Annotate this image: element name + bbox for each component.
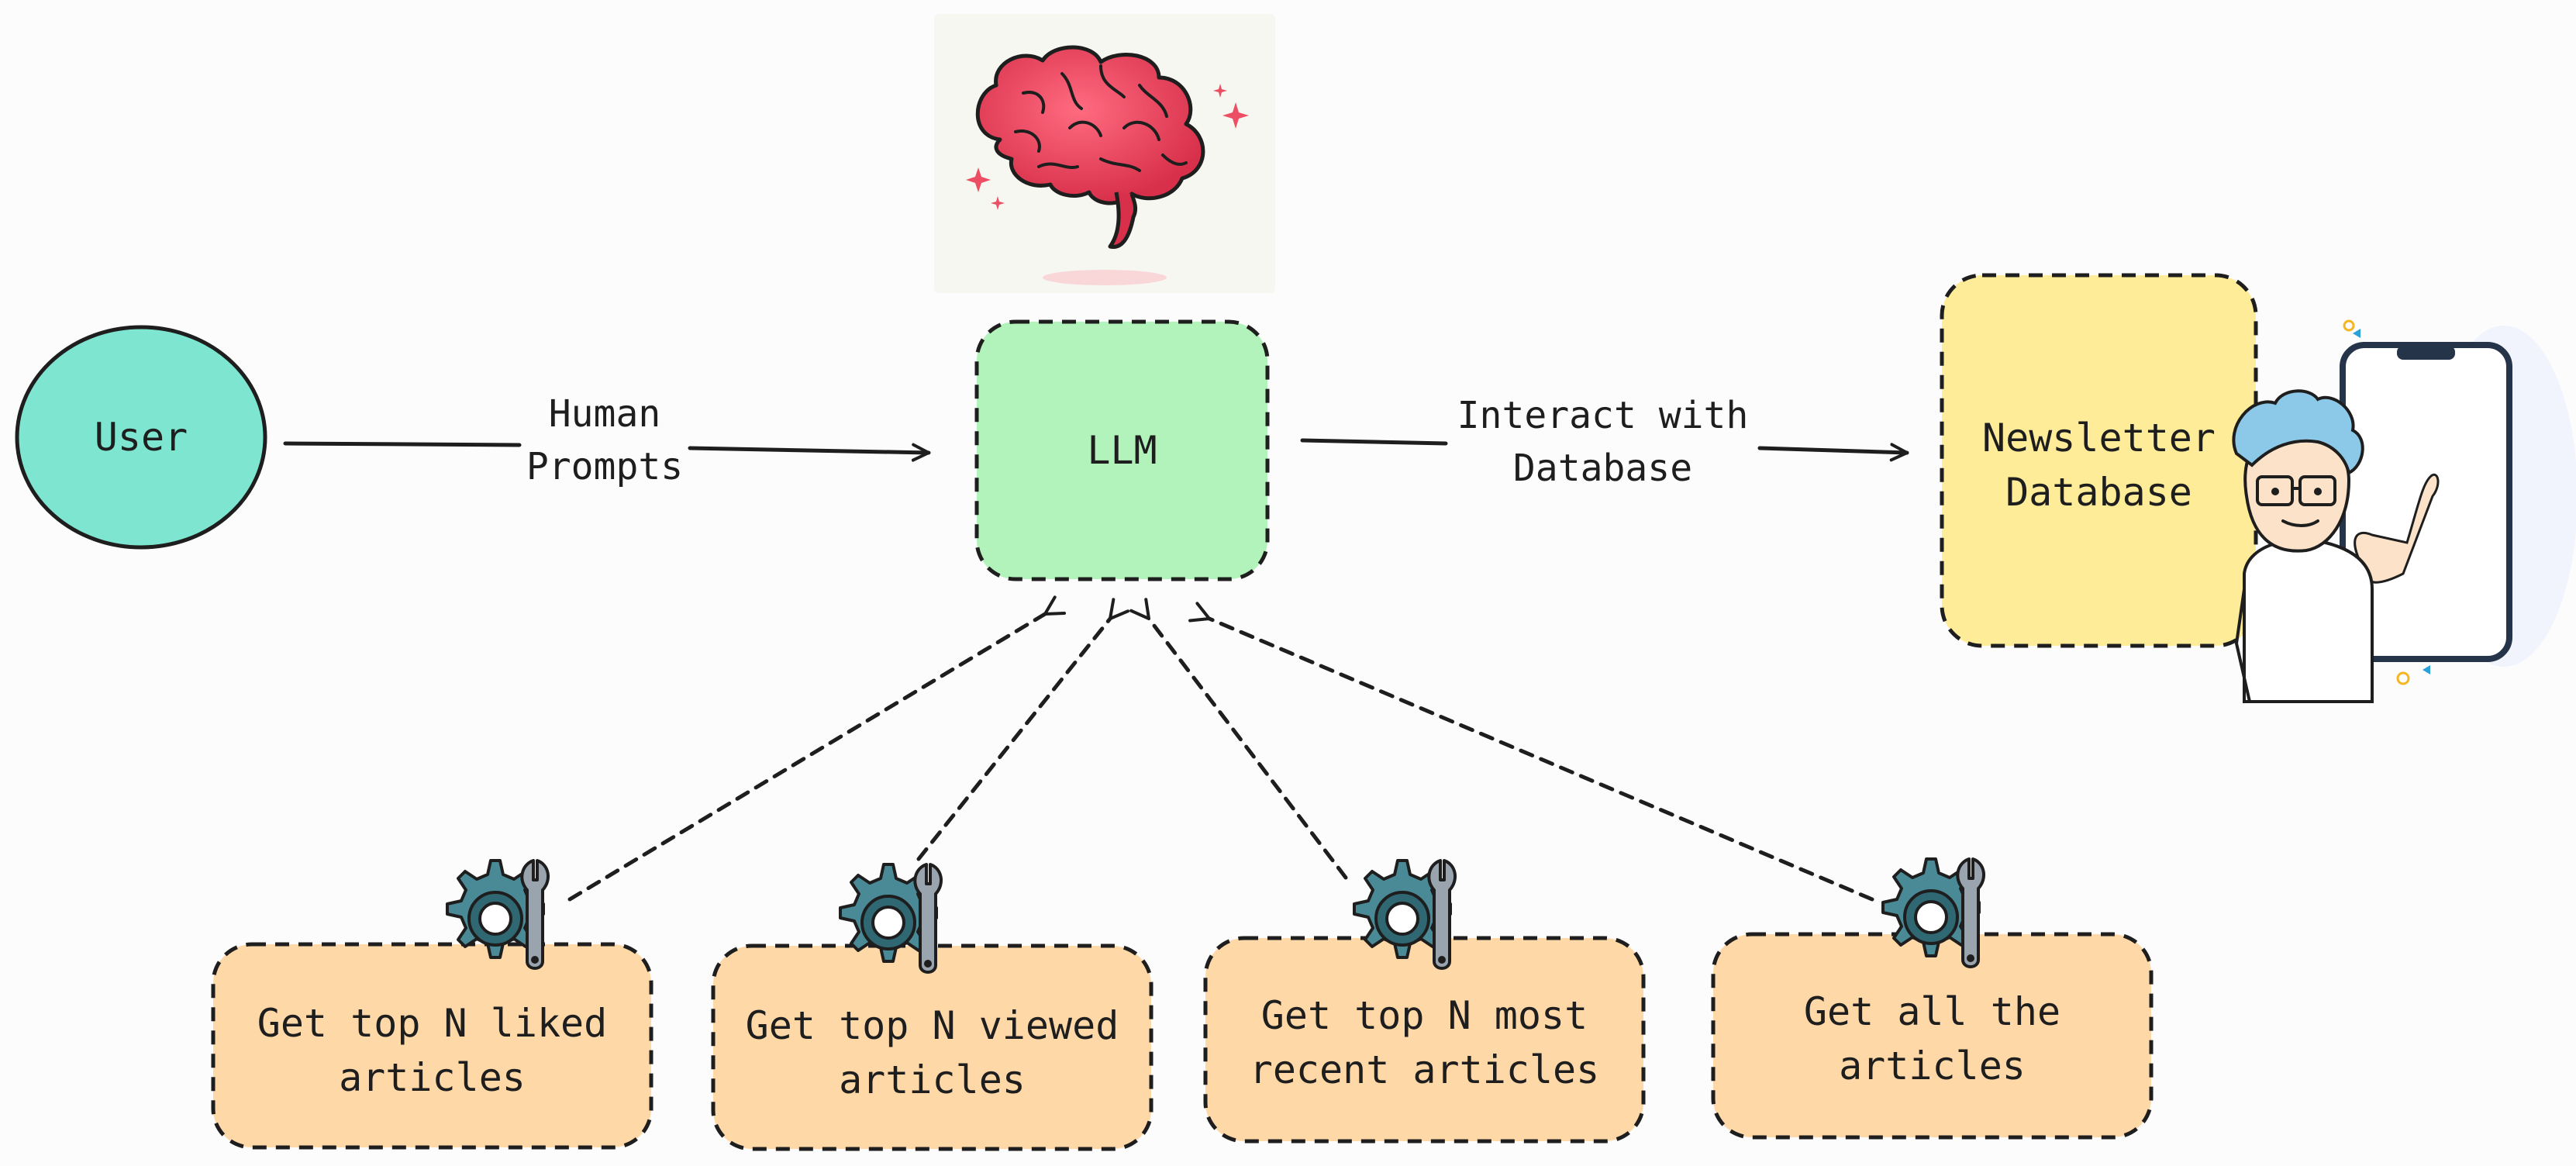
database-label-box: Newsletter Database [1942, 388, 2256, 543]
tool-viewed-line1: Get top N viewed [745, 1003, 1119, 1048]
human-prompts-label: Human Prompts [488, 388, 721, 493]
developer-with-phone-icon [2232, 319, 2576, 703]
tool-box-all[interactable] [1711, 932, 2154, 1140]
tool-recent-label-box: Get top N most recent articles [1205, 973, 1643, 1113]
user-node[interactable] [15, 325, 267, 550]
tool-recent-line2: recent articles [1249, 1047, 1600, 1092]
human-prompts-line1: Human [548, 392, 661, 436]
tool-box-liked[interactable] [211, 942, 653, 1150]
tool-liked-line2: articles [339, 1055, 526, 1100]
tool-arrow-liked [567, 595, 1067, 902]
database-label-line2: Database [2005, 470, 2192, 515]
human-prompts-line2: Prompts [526, 445, 684, 488]
brain-icon [934, 14, 1275, 293]
tool-box-recent[interactable] [1203, 936, 1646, 1144]
tool-recent-line1: Get top N most [1260, 993, 1588, 1038]
llm-node[interactable] [974, 319, 1270, 581]
llm-label: LLM [1087, 428, 1157, 473]
tool-all-label-box: Get all the articles [1713, 969, 2151, 1109]
user-label-box: User [17, 327, 265, 547]
tool-viewed-line2: articles [839, 1057, 1026, 1102]
interact-database-arrow [1300, 438, 1909, 462]
tool-liked-line1: Get top N liked [257, 1001, 608, 1046]
tool-arrow-all [1188, 602, 1874, 902]
user-label: User [94, 415, 188, 460]
database-label-line1: Newsletter [1981, 416, 2216, 461]
tool-box-viewed[interactable] [711, 943, 1154, 1151]
tool-arrow-recent [1129, 598, 1348, 880]
tool-all-line1: Get all the [1803, 989, 2061, 1034]
tool-liked-label-box: Get top N liked articles [213, 981, 651, 1120]
human-prompts-arrow [283, 441, 931, 462]
database-node[interactable] [1940, 273, 2258, 648]
interact-database-label: Interact with Database [1419, 389, 1787, 495]
interact-database-line2: Database [1512, 447, 1693, 490]
tool-all-line2: articles [1839, 1044, 2026, 1088]
interact-database-line1: Interact with [1457, 394, 1749, 437]
llm-label-box: LLM [977, 322, 1267, 579]
tool-viewed-label-box: Get top N viewed articles [713, 983, 1151, 1123]
tool-arrow-viewed [916, 598, 1130, 861]
